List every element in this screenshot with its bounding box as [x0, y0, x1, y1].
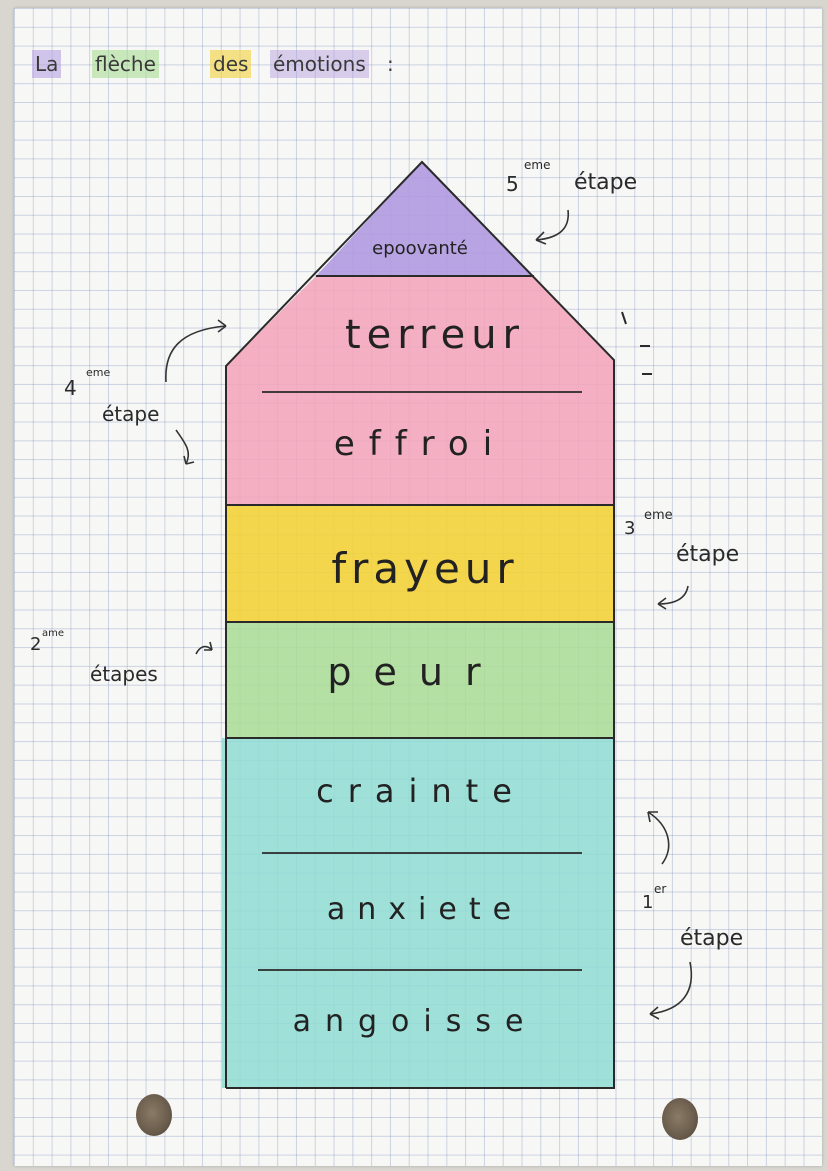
step4-number: 4 — [64, 376, 77, 400]
step1-word: étape — [680, 926, 744, 951]
curved-arrow-step4-up — [165, 325, 227, 383]
step1-sup: er — [654, 882, 667, 896]
curved-arrow-step5 — [535, 209, 569, 241]
label-terreur: terreur — [344, 312, 525, 358]
arrow-outline — [225, 160, 615, 1089]
curved-arrow-step4-down — [175, 429, 190, 465]
arrow-tip-violet — [316, 162, 534, 276]
curved-arrow-step1-up — [647, 811, 670, 865]
title-word-4: émotions — [270, 50, 369, 78]
step1-number: 1 — [642, 892, 654, 913]
curved-arrow-step3 — [657, 585, 689, 605]
band-green — [226, 622, 614, 738]
label-effroi: effroi — [333, 424, 507, 464]
label-anxiete: anxiete — [326, 892, 524, 927]
step5-number: 5 — [506, 172, 519, 196]
band-pink — [226, 276, 614, 505]
label-crainte: crainte — [316, 772, 526, 810]
step5-sup: eme — [524, 158, 551, 172]
band-teal — [222, 738, 614, 1088]
step5-word: étape — [574, 170, 638, 195]
step4-sup: eme — [86, 366, 111, 379]
step3-sup: eme — [644, 508, 673, 523]
step2-number: 2 — [30, 634, 42, 655]
step3-number: 3 — [624, 518, 636, 539]
step2-word: étapes — [90, 662, 158, 686]
side-mark-1 — [621, 311, 627, 325]
curved-arrow-step1-down — [649, 961, 693, 1015]
title-colon: : — [387, 52, 394, 76]
curved-arrow-step2 — [195, 645, 213, 655]
step2-sup: ame — [42, 628, 65, 639]
label-angoisse: angoisse — [292, 1004, 538, 1039]
label-epouvante: epoovanté — [372, 238, 468, 259]
title-word-3: des — [210, 50, 252, 78]
punch-hole-left — [136, 1094, 172, 1136]
label-frayeur: frayeur — [331, 544, 519, 593]
title-word-1: La — [32, 50, 62, 78]
punch-hole-right — [662, 1098, 698, 1140]
band-yellow — [226, 505, 614, 622]
label-peur: peur — [327, 650, 503, 694]
step4-word: étape — [102, 402, 160, 426]
title-word-2: flèche — [92, 50, 159, 78]
step3-word: étape — [676, 542, 740, 567]
